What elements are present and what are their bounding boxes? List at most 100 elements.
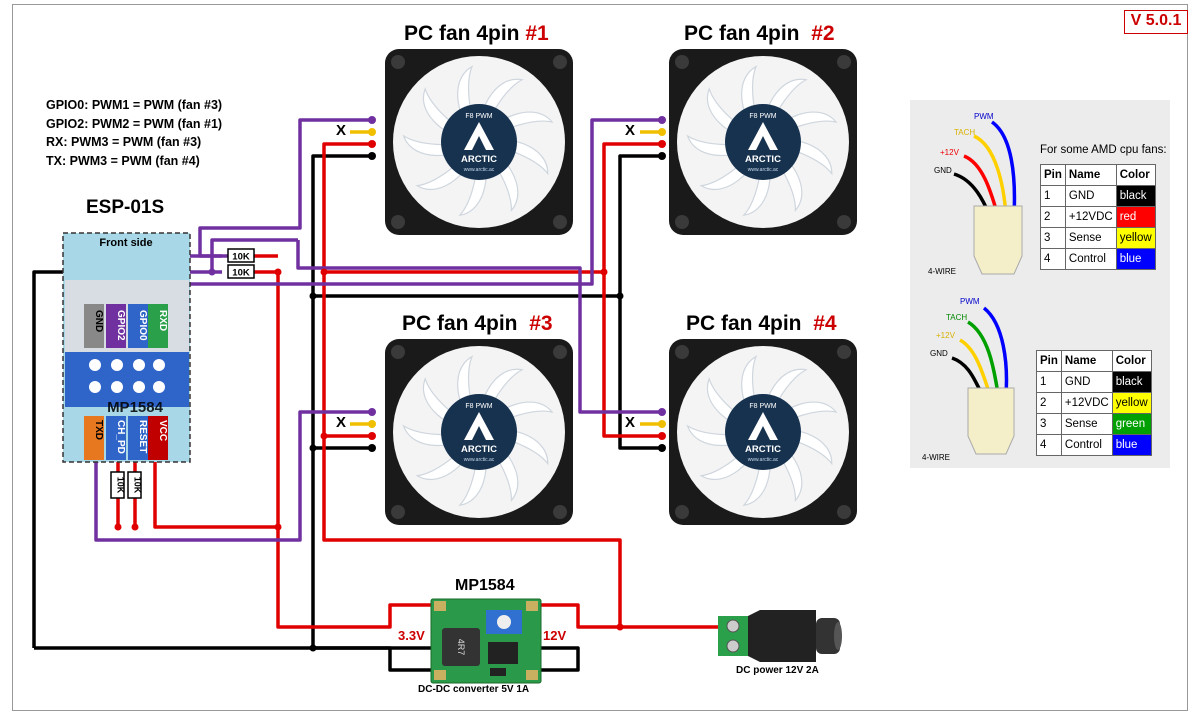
fan-model: F8 PWM [749, 403, 776, 410]
fan-3: F8 PWM ARCTIC www.arctic.ac [385, 339, 573, 525]
x-mark: X [625, 414, 636, 431]
fan-hub [725, 104, 801, 180]
screw-hole [391, 345, 405, 359]
connector-1-illustration: PWM TACH +12V GND 4-WIRE [928, 112, 1023, 276]
screw-hole [837, 345, 851, 359]
screw-hole [675, 55, 689, 69]
pin-label: GND [93, 310, 104, 332]
wire-label: TACH [946, 313, 967, 322]
connector-2-illustration: PWM TACH +12V GND 4-WIRE [922, 297, 1015, 462]
fan-brand: ARCTIC [745, 444, 781, 455]
fan-hub [441, 104, 517, 180]
fan-site: www.arctic.ac [748, 167, 779, 173]
arctic-logo-icon [464, 412, 494, 440]
pin-label: RXD [157, 310, 168, 331]
note-line: RX: PWM3 = PWM (fan #3) [46, 135, 202, 149]
fan-4-title: PC fan 4pin #4 [686, 312, 837, 335]
fan-2-title: PC fan 4pin #2 [684, 22, 835, 45]
resistor-label: 10K [116, 477, 126, 494]
fan-3-title: PC fan 4pin #3 [402, 312, 553, 335]
pin-chpd [106, 416, 126, 460]
pin-label: VCC [157, 420, 168, 441]
screw-hole [391, 505, 405, 519]
arctic-logo-icon [748, 122, 778, 150]
screw-hole [837, 215, 851, 229]
screw-hole [553, 55, 567, 69]
note-line: GPIO0: PWM1 = PWM (fan #3) [46, 98, 223, 112]
wire-label: PWM [974, 112, 994, 121]
wire-caption: 4-WIRE [922, 453, 950, 462]
fan-hub [441, 394, 517, 470]
pin-reset [128, 416, 148, 460]
screw-hole [391, 55, 405, 69]
wire-label: GND [934, 166, 952, 175]
pin-label: RESET [137, 420, 148, 453]
fan-1: F8 PWM ARCTIC www.arctic.ac [385, 49, 573, 235]
wire-label: PWM [960, 297, 980, 306]
resistor-label: 10K [232, 252, 250, 263]
inductor-label: 4R7 [456, 639, 466, 656]
fan-site: www.arctic.ac [464, 457, 495, 463]
dcdc-converter-board: 4R7 [430, 598, 542, 684]
x-mark: X [336, 122, 347, 139]
screw-hole [553, 345, 567, 359]
esp-title: ESP-01S [86, 197, 165, 218]
output-voltage-label: 12V [543, 628, 567, 643]
esp01s-module: Front side GND GPIO2 GPIO0 RXD TXD CH_PD… [62, 232, 191, 463]
fan-brand: ARCTIC [461, 444, 497, 455]
wire-label: +12V [936, 331, 956, 340]
note-line: TX: PWM3 = PWM (fan #4) [46, 153, 200, 168]
pin-label: TXD [93, 420, 104, 440]
converter-title: MP1584 [455, 577, 515, 594]
esp-front-side: Front side [99, 237, 152, 249]
screw-hole [837, 505, 851, 519]
pin-label: CH_PD [115, 420, 126, 454]
screw-hole [837, 55, 851, 69]
fan-site: www.arctic.ac [464, 167, 495, 173]
screw-hole [675, 505, 689, 519]
wire-label: TACH [954, 128, 975, 137]
fan-2: F8 PWM ARCTIC www.arctic.ac [669, 49, 857, 235]
arctic-logo-icon [748, 412, 778, 440]
wire-label: +12V [940, 148, 960, 157]
resistor-vertical-1: 10K [110, 471, 126, 499]
screw-hole [675, 345, 689, 359]
resistor-label: 10K [133, 477, 143, 494]
resistor-horizontal-1: 10K [227, 248, 255, 263]
pin-label: GPIO0 [137, 310, 148, 341]
pin-txd [84, 416, 104, 460]
fan-site: www.arctic.ac [748, 457, 779, 463]
pin-label: GPIO2 [115, 310, 126, 341]
screw-hole [391, 215, 405, 229]
fan-model: F8 PWM [465, 113, 492, 120]
fan-4: F8 PWM ARCTIC www.arctic.ac [669, 339, 857, 525]
pin-gpio2 [106, 304, 126, 348]
screw-hole [675, 215, 689, 229]
pin-vcc [148, 416, 168, 460]
resistor-vertical-2: 10K [127, 471, 143, 499]
pin-gnd [84, 304, 104, 348]
fan-brand: ARCTIC [745, 154, 781, 165]
converter-caption: DC-DC converter 5V 1A [418, 684, 530, 695]
dc-power-jack [718, 610, 842, 662]
fan-brand: ARCTIC [461, 154, 497, 165]
arctic-logo-icon [464, 122, 494, 150]
fan-model: F8 PWM [465, 403, 492, 410]
wire-caption: 4-WIRE [928, 267, 956, 276]
input-voltage-label: 3.3V [398, 628, 425, 643]
pin-rxd [148, 304, 168, 348]
fan-model: F8 PWM [749, 113, 776, 120]
fan-hub [725, 394, 801, 470]
diagram-frame [12, 4, 1188, 711]
resistor-horizontal-2: 10K [227, 264, 255, 279]
